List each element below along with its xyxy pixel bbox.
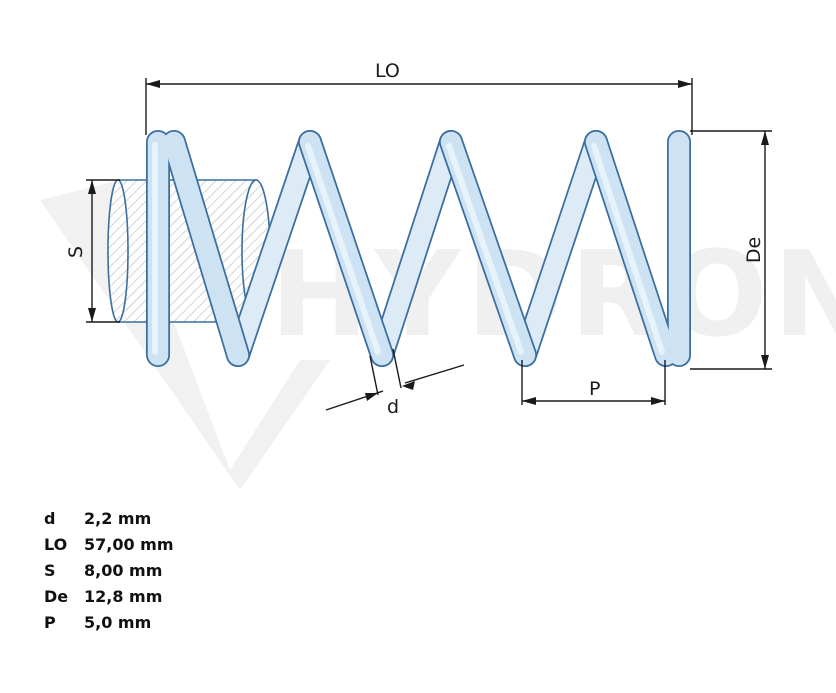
label-P: P	[589, 378, 600, 400]
spec-symbol: S	[44, 560, 56, 580]
spec-value: 8,00 mm	[84, 560, 163, 580]
spec-row-De: De 12,8 mm	[44, 583, 174, 609]
spring-drawing: HYDRON	[40, 60, 836, 490]
dimension-d: d	[325, 348, 465, 418]
label-S: S	[65, 246, 87, 258]
spec-row-d: d 2,2 mm	[44, 505, 174, 531]
spec-symbol: LO	[44, 534, 68, 554]
label-De: De	[743, 237, 765, 263]
spec-row-LO: LO 57,00 mm	[44, 531, 174, 557]
label-d: d	[387, 396, 399, 418]
spring-coil-back	[226, 130, 608, 367]
spec-row-S: S 8,00 mm	[44, 557, 174, 583]
dimension-P: P	[521, 360, 666, 405]
spec-row-P: P 5,0 mm	[44, 609, 174, 635]
label-LO: LO	[375, 60, 400, 82]
spring-coil-front	[146, 130, 691, 367]
spec-symbol: De	[44, 586, 69, 606]
spec-value: 2,2 mm	[84, 508, 152, 528]
spec-symbol: d	[44, 508, 56, 528]
spec-value: 12,8 mm	[84, 586, 163, 606]
spec-list: d 2,2 mm LO 57,00 mm S 8,00 mm De 12,8 m…	[44, 505, 174, 635]
spec-value: 57,00 mm	[84, 534, 174, 554]
spec-value: 5,0 mm	[84, 612, 152, 632]
dimension-S: S	[65, 179, 120, 323]
dimension-De: De	[690, 130, 772, 370]
spec-symbol: P	[44, 612, 56, 632]
dimension-LO: LO	[145, 60, 693, 135]
